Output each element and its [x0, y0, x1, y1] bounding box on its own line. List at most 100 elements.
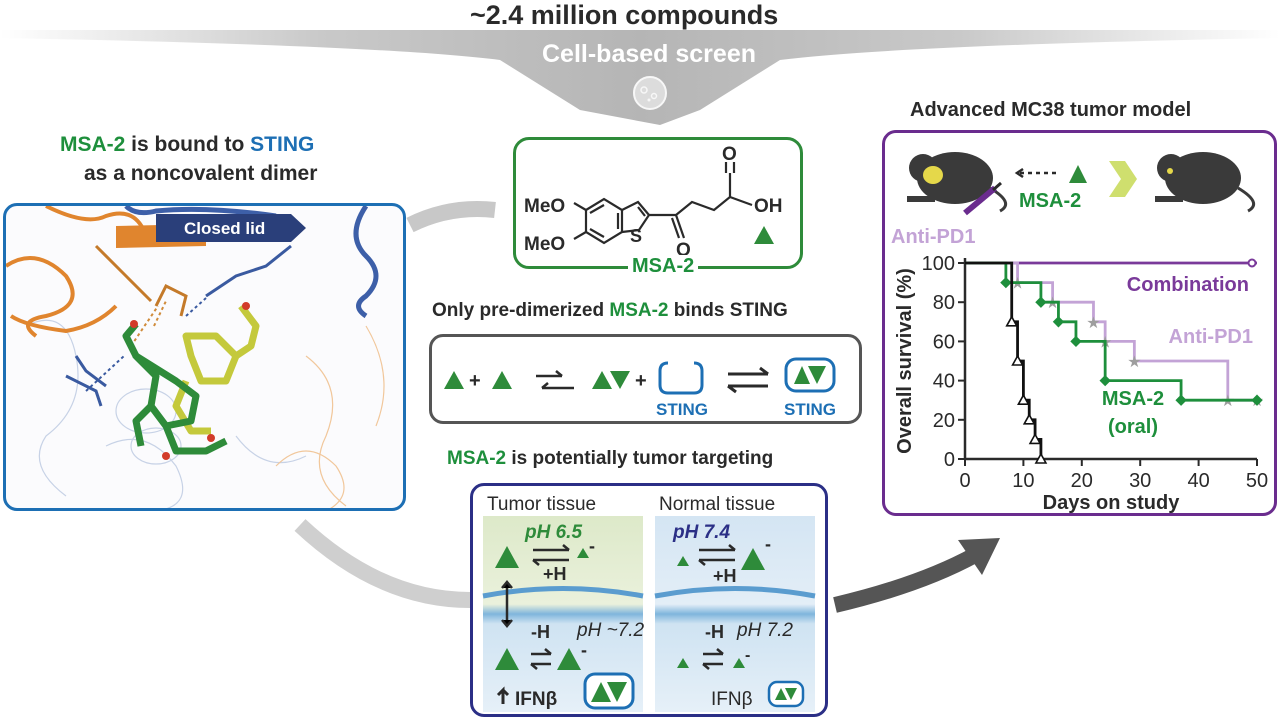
normal-ifn-label: IFNβ — [711, 689, 753, 710]
left-title-line2: as a noncovalent dimer — [84, 162, 318, 185]
dimerization-diagram: + + STING STING — [444, 357, 836, 419]
syringe-icon — [963, 181, 1002, 216]
normal-charge: - — [765, 534, 771, 554]
triangle-marker — [1005, 315, 1019, 327]
tissue-comparison-panel: Tumor tissue Normal tissue pH 6.5 - +H -… — [470, 483, 828, 717]
msa2-word: MSA-2 — [60, 133, 126, 156]
msa2-oral-triangle-icon — [1069, 165, 1087, 183]
dimerization-equilibrium-panel: + + STING STING — [429, 334, 862, 424]
y-tick-label: 100 — [922, 253, 955, 275]
tumor-inner-ph: pH ~7.2 — [576, 620, 645, 641]
sulfur-label: S — [630, 226, 642, 246]
monomer-triangle-icon — [444, 371, 464, 389]
left-title-line1: MSA-2 is bound to STING — [60, 133, 314, 157]
sting-word: STING — [250, 133, 315, 156]
closed-lid-label: Closed lid — [184, 219, 265, 238]
dimer-title-a: Only pre-dimerized — [432, 300, 610, 321]
targeting-rest: is potentially tumor targeting — [506, 448, 774, 469]
normal-ph-label: pH 7.4 — [672, 522, 730, 543]
meo-bottom-label: MeO — [524, 234, 565, 255]
screen-funnel — [0, 30, 1280, 125]
triangle-marker — [1028, 432, 1042, 445]
tumor-plus-h: +H — [543, 564, 567, 584]
survival-line-3 — [965, 261, 1043, 459]
tumor-minus-h: -H — [531, 622, 550, 642]
funnel-title: ~2.4 million compounds — [470, 0, 779, 30]
plus-sign-2: + — [635, 370, 647, 392]
neutral-triangle-icon — [495, 546, 519, 568]
dimer-triangle-icon — [592, 371, 612, 389]
star-marker: ★ — [1221, 393, 1235, 410]
funnel-subtitle: Cell-based screen — [542, 40, 756, 68]
chevron-right-icon — [1109, 161, 1137, 197]
triangle-marker — [1034, 452, 1048, 464]
sting-open-icon — [658, 361, 704, 395]
x-tick-label: 0 — [959, 470, 970, 492]
censor-mark — [1247, 258, 1257, 268]
msa2-structure-panel: MeO MeO S O O OH — [513, 137, 803, 269]
cell-icon — [633, 76, 667, 110]
y-tick-label: 0 — [944, 449, 955, 471]
targeting-title: MSA-2 is potentially tumor targeting — [447, 448, 773, 470]
right-title: Advanced MC38 tumor model — [910, 99, 1192, 121]
mouse-model-art: MSA-2 Anti-PD1 — [891, 152, 1256, 248]
msa2-triangle-icon — [754, 226, 774, 244]
tumor-charge: - — [589, 536, 595, 556]
weak-equilibrium-arrows — [536, 370, 574, 390]
crystal-structure-panel: Closed lid — [3, 203, 406, 511]
tissue-diagram: Tumor tissue Normal tissue pH 6.5 - +H -… — [482, 494, 816, 712]
antipd1-line-label: Anti-PD1 — [1169, 326, 1253, 348]
cured-mouse-icon — [1155, 152, 1256, 213]
normal-tissue-label: Normal tissue — [659, 494, 775, 515]
dimer-title-msa2: MSA-2 — [609, 300, 669, 321]
normal-plus-h: +H — [713, 566, 737, 586]
sting-weak-icon — [767, 680, 805, 708]
strong-equilibrium-arrows — [727, 366, 769, 394]
normal-minus-h: -H — [705, 622, 724, 642]
tumor-ph-label: pH 6.5 — [524, 522, 582, 543]
oh-label: OH — [754, 196, 783, 217]
msa2-line-label-2: (oral) — [1108, 416, 1158, 438]
diamond-marker — [1052, 316, 1065, 328]
targeting-msa2: MSA-2 — [447, 448, 507, 469]
x-tick-label: 20 — [1071, 470, 1093, 492]
diamond-marker — [1251, 394, 1263, 406]
normal-charge-2: - — [745, 647, 750, 664]
diamond-marker — [1175, 394, 1187, 406]
diamond-marker — [1099, 374, 1111, 387]
y-tick-label: 80 — [933, 292, 955, 314]
protein-structure-image: Closed lid — [6, 206, 385, 508]
triangle-marker — [1022, 413, 1036, 425]
normal-inner-ph: pH 7.2 — [736, 620, 793, 641]
combination-label: Combination — [1127, 274, 1249, 296]
sting-label-1: STING — [656, 400, 708, 419]
x-tick-label: 30 — [1129, 470, 1151, 492]
msa2-dose-label: MSA-2 — [1019, 190, 1081, 212]
tumor-charge-2: - — [581, 640, 587, 660]
x-tick-label: 40 — [1187, 470, 1209, 492]
y-tick-label: 20 — [933, 410, 955, 432]
star-marker: ★ — [1045, 295, 1059, 312]
star-marker: ★ — [1086, 315, 1100, 332]
plus-sign-1: + — [469, 370, 481, 392]
diamond-marker — [1035, 296, 1047, 308]
sting-label-2: STING — [784, 400, 836, 419]
dimer-title: Only pre-dimerized MSA-2 binds STING — [432, 300, 788, 322]
star-marker: ★ — [1010, 276, 1024, 293]
meo-top-label: MeO — [524, 196, 565, 217]
x-tick-label: 10 — [1012, 470, 1034, 492]
x-tick-label: 50 — [1246, 470, 1268, 492]
star-marker: ★ — [1127, 354, 1141, 371]
acid-oxygen-label: O — [722, 144, 737, 165]
tumor-tissue-label: Tumor tissue — [487, 494, 596, 515]
msa2-line-label: MSA-2 — [1102, 388, 1164, 410]
treated-mouse-icon — [907, 152, 1008, 213]
bound-text: is bound to — [125, 133, 251, 156]
monomer-triangle-icon-2 — [492, 371, 512, 389]
diamond-marker — [1070, 335, 1082, 348]
antipd1-dose-label: Anti-PD1 — [891, 226, 975, 248]
sting-active-icon — [583, 672, 635, 710]
